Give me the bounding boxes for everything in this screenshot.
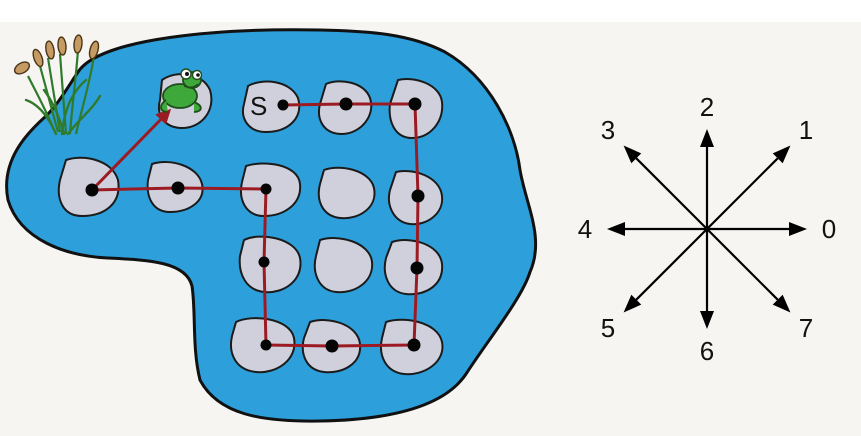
direction-arrowhead-5 [623,294,642,313]
path-node [258,256,270,268]
stone [238,235,302,294]
direction-label-0: 0 [822,214,836,244]
direction-arrowhead-4 [607,222,625,236]
direction-label-1: 1 [799,115,813,145]
start-label: S [250,91,267,121]
direction-arrowhead-0 [789,222,807,236]
direction-arrowhead-1 [772,145,791,164]
direction-arrowhead-7 [772,294,791,313]
final-jump-arrow [90,108,172,192]
path-node [408,97,422,111]
path-node [407,338,421,352]
direction-label-6: 6 [700,336,714,366]
direction-arrowhead-6 [700,311,714,329]
direction-arrow-1 [706,157,779,230]
path-node [260,183,272,195]
top-margin-band [0,0,861,22]
direction-label-7: 7 [799,313,813,343]
direction-arrow-7 [706,228,779,301]
path-node [410,261,424,275]
direction-compass: 0 1 2 3 4 5 6 7 [578,92,836,366]
path-node [325,339,339,353]
direction-arrowhead-2 [700,129,714,147]
frog-jump-path [91,102,420,348]
stone [242,80,301,134]
path-node [339,97,353,111]
direction-arrow-5 [635,228,708,301]
stone [317,166,376,220]
stone [313,237,374,294]
direction-arrow-3 [635,157,708,230]
direction-label-2: 2 [700,92,714,122]
frog-icon [160,68,203,113]
path-node [411,189,425,203]
direction-arrowhead-3 [623,145,642,164]
path-nodes [85,97,425,353]
cattail-reeds-icon [13,34,102,136]
direction-label-5: 5 [601,313,615,343]
path-node [260,339,272,351]
path-node [277,99,289,111]
direction-label-4: 4 [578,214,592,244]
path-node [171,181,185,195]
direction-label-3: 3 [601,115,615,145]
path-node [85,183,99,197]
stepping-stones [57,73,444,376]
